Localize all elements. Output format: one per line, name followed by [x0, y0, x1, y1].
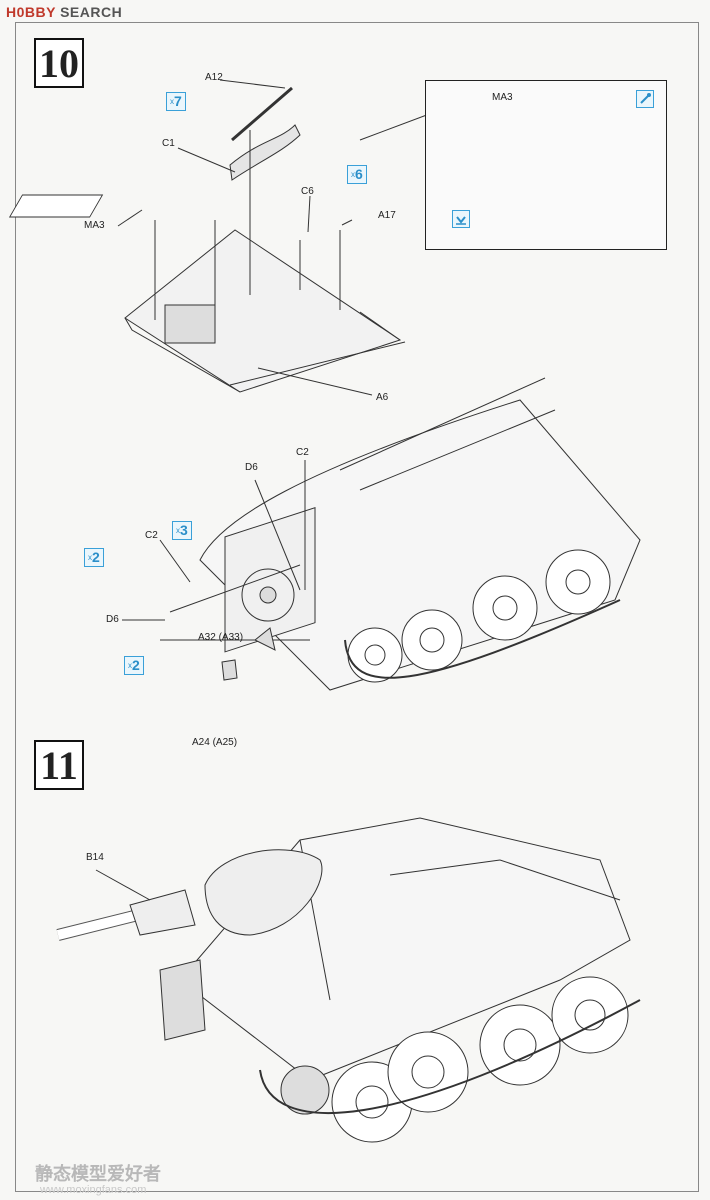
site-watermark: H0BBY SEARCH	[6, 4, 122, 20]
watermark-brand-search: SEARCH	[60, 4, 123, 20]
quantity-badge-x3: x3	[172, 521, 192, 540]
quantity-badge-x7: x7	[166, 92, 186, 111]
step-number-10: 10	[34, 38, 84, 88]
bend-down-icon	[452, 210, 470, 228]
part-label-c6: C6	[301, 186, 314, 197]
part-label-a32-a33: A32 (A33)	[198, 632, 244, 643]
bottom-watermark-url: www.moxingfans.com	[40, 1184, 147, 1196]
part-label-c2-upper: C2	[296, 447, 309, 458]
part-label-c2-left: C2	[145, 530, 158, 541]
part-label-a17: A17	[378, 210, 396, 221]
part-label-a12: A12	[205, 72, 223, 83]
road-wheels-step10	[347, 549, 611, 683]
gun-mantlet	[204, 849, 323, 936]
part-label-c1: C1	[162, 138, 175, 149]
instruction-frame	[15, 22, 699, 1192]
part-label-a24-a25: A24 (A25)	[192, 737, 238, 748]
quantity-badge-x2-left: x2	[84, 548, 104, 567]
glue-brush-icon	[636, 90, 654, 108]
road-wheels-step11	[280, 976, 629, 1143]
quantity-badge-x6: x6	[347, 165, 367, 184]
part-label-b14: B14	[86, 852, 104, 863]
part-label-d6-left: D6	[106, 614, 119, 625]
ma3-grille-part	[8, 194, 104, 218]
bottom-watermark-cn: 静态模型爱好者	[35, 1164, 161, 1184]
watermark-brand-hobby: H0BBY	[6, 4, 56, 20]
part-label-a6: A6	[376, 392, 389, 403]
quantity-badge-x2-bottom: x2	[124, 656, 144, 675]
part-label-d6-upper: D6	[245, 462, 258, 473]
step-number-11: 11	[34, 740, 84, 790]
part-label-ma3: MA3	[84, 220, 105, 231]
detail-label-ma3: MA3	[492, 92, 513, 103]
